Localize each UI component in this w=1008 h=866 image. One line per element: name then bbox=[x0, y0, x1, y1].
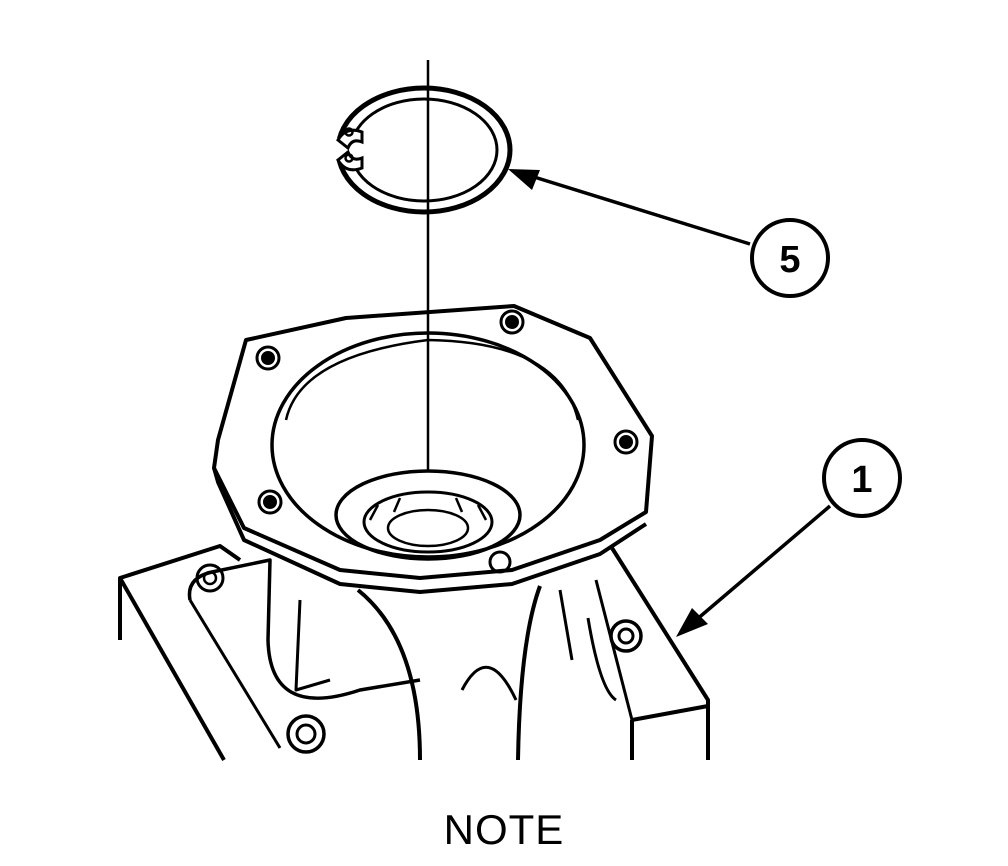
callout-5-label: 5 bbox=[779, 239, 800, 281]
housing bbox=[118, 304, 710, 761]
callout-5: 5 bbox=[750, 218, 830, 298]
note-caption: NOTE bbox=[443, 806, 565, 853]
retaining-ring bbox=[334, 85, 513, 215]
leader-line-5 bbox=[508, 169, 751, 246]
leader-line-1 bbox=[676, 504, 832, 637]
callout-1: 1 bbox=[822, 438, 902, 518]
callout-1-label: 1 bbox=[851, 459, 872, 501]
